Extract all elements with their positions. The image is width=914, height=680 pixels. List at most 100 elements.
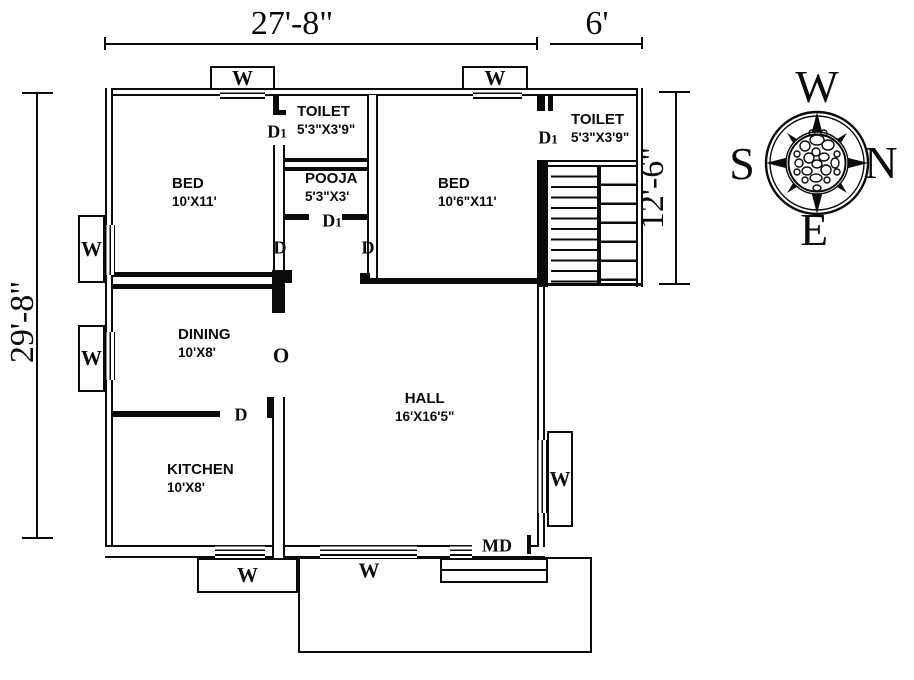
dimension-line-top	[105, 43, 537, 45]
wall-bed2-bottom	[370, 278, 537, 284]
door-label-d1-toilet1: D1	[267, 121, 287, 142]
window-box-left-2: W	[78, 325, 105, 392]
wall-pooja-top	[285, 167, 367, 171]
dimension-tick	[536, 37, 538, 50]
room-name: BED	[438, 175, 470, 192]
room-size: 10'X8'	[178, 345, 216, 360]
window-label: W	[81, 236, 102, 261]
room-name: TOILET	[297, 103, 351, 120]
dimension-top-annex-label: 6'	[585, 5, 609, 42]
window-label: W	[237, 563, 258, 587]
wall-kitchen-right	[272, 397, 285, 558]
room-kitchen: KITCHEN 10'X8'	[167, 461, 234, 497]
dimension-line-right	[675, 92, 677, 285]
door-label-d-kitchen: D	[234, 404, 248, 425]
room-size: 10'X8'	[167, 480, 205, 495]
compass-label-top: W	[795, 68, 839, 112]
room-size: 10'6"X11'	[438, 194, 497, 209]
compass-rose: W S N E	[729, 68, 897, 255]
compass-label-right: N	[864, 137, 897, 188]
window-box-top-2: W	[462, 66, 528, 90]
stair-treads-left	[551, 167, 597, 283]
toilet1-door-jamb	[273, 95, 279, 115]
dimension-tick	[659, 91, 690, 93]
bed2-door-jamb	[360, 273, 370, 284]
main-door-jamb	[527, 535, 531, 554]
room-size: 16'X16'5"	[395, 409, 455, 424]
room-size: 5'3"X3'9"	[297, 122, 356, 137]
window-glazing	[320, 545, 417, 558]
pillar-stem	[272, 283, 285, 313]
room-size: 5'3"X3'9"	[571, 130, 630, 145]
window-box-left-1: W	[78, 215, 105, 283]
dimension-tick	[104, 37, 106, 50]
room-toilet2: TOILET 5'3"X3'9"	[571, 111, 629, 147]
window-glazing	[220, 88, 265, 100]
wall-dining-top	[113, 284, 272, 289]
room-bed1: BED 10'X11'	[172, 175, 217, 211]
wall-right-lower	[537, 511, 545, 547]
dimension-tick	[22, 92, 53, 94]
compass-pebbles	[793, 129, 841, 192]
door-label-d-bed1: D	[273, 237, 287, 258]
compass-pebble-circle	[787, 133, 847, 193]
door-label-d1-toilet2: D1	[538, 127, 558, 148]
opening-label: O	[272, 343, 290, 368]
wall-bed1-right	[273, 145, 285, 272]
dimension-left-label: 29'-8"	[4, 280, 41, 364]
dimension-line-top-annex	[550, 43, 643, 45]
window-glazing	[215, 545, 265, 558]
window-glazing	[537, 440, 547, 513]
room-name: HALL	[404, 390, 445, 407]
room-size: 10'X11'	[172, 194, 217, 209]
window-label-hall-bottom: W	[358, 558, 380, 583]
toilet1-door-jamb-foot	[273, 110, 286, 115]
wall-kitchen-top	[113, 411, 220, 417]
room-name: TOILET	[571, 111, 625, 128]
room-name: KITCHEN	[167, 461, 234, 478]
wall-bed1-bottom	[113, 272, 272, 277]
room-pooja: POOJA 5'3"X3'	[305, 170, 358, 206]
room-name: DINING	[178, 326, 231, 343]
main-door-opening	[472, 543, 527, 556]
wall-pooja-bottom-left	[285, 214, 309, 220]
window-box-top-1: W	[210, 66, 275, 90]
wall-toilet1-bottom	[285, 158, 367, 162]
room-hall: HALL 16'X16'5"	[395, 390, 454, 426]
room-size: 5'3"X3'	[305, 189, 350, 204]
dimension-tick	[659, 283, 690, 285]
wall-pooja-bottom-right	[342, 214, 367, 220]
kitchen-door-jamb	[267, 397, 272, 418]
wall-annex-right	[636, 88, 643, 287]
pillar-top	[272, 270, 292, 283]
door-label-d-bed2: D	[361, 237, 375, 258]
window-glazing	[105, 225, 115, 275]
compass-label-bottom: E	[800, 204, 828, 255]
window-glazing	[105, 332, 115, 380]
entrance-step-line	[440, 569, 548, 571]
window-glazing	[473, 88, 522, 100]
dimension-tick	[641, 37, 643, 49]
window-label: W	[232, 65, 253, 90]
wall-toilet2-bottom	[548, 160, 636, 167]
room-bed2: BED 10'6"X11'	[438, 175, 497, 211]
window-label: W	[484, 65, 506, 90]
room-name: BED	[172, 175, 204, 192]
window-label: W	[81, 346, 102, 370]
room-dining: DINING 10'X8'	[178, 326, 231, 362]
window-label: W	[549, 466, 571, 491]
window-box-hall-right: W	[547, 431, 573, 527]
wall-right-mid	[537, 287, 545, 442]
room-name: POOJA	[305, 170, 358, 187]
dimension-top-label: 27'-8"	[250, 5, 334, 42]
dimension-tick	[22, 537, 53, 539]
wall-right-jamb	[537, 95, 545, 111]
stair-divider	[597, 167, 601, 283]
stair-bottom-line	[548, 283, 643, 286]
compass-label-left: S	[729, 138, 755, 189]
wall-pooja-bed2	[367, 95, 378, 283]
stair-treads-right	[601, 167, 636, 283]
wall-toilet2-stub	[548, 95, 553, 111]
room-toilet1: TOILET 5'3"X3'9"	[297, 103, 355, 139]
